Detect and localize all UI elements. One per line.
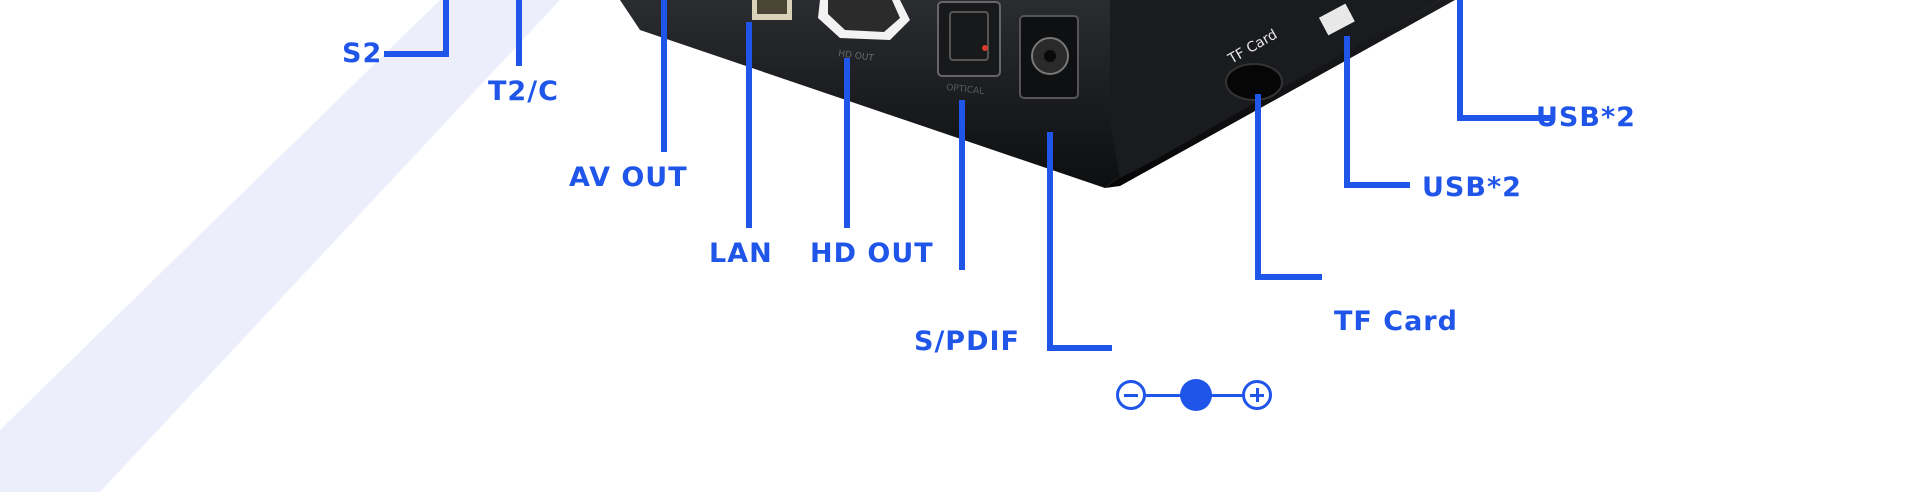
label-spdif: S/PDIF: [914, 326, 1020, 357]
port-rca: [752, 0, 792, 20]
zoom-slider-thumb[interactable]: [1180, 379, 1212, 411]
leader-lines: [384, 0, 1553, 351]
port-hdmi: HD OUT: [818, 0, 910, 64]
label-av-out: AV OUT: [569, 162, 688, 193]
label-s2: S2: [342, 38, 383, 69]
port-dc: [1019, 15, 1079, 99]
zoom-control: [1116, 378, 1278, 414]
port-usb-front: [1318, 3, 1355, 36]
leader-dc: [1047, 132, 1112, 351]
leader-usb-top: [1457, 0, 1553, 121]
zoom-out-button[interactable]: [1116, 380, 1146, 410]
label-tf-card: TF Card: [1334, 306, 1458, 337]
minus-circle-icon: [1124, 393, 1138, 397]
zoom-track-left: [1146, 394, 1182, 397]
label-hd-out: HD OUT: [810, 238, 934, 269]
zoom-in-button[interactable]: [1242, 380, 1272, 410]
background-band: [0, 0, 560, 492]
port-optical: OPTICAL: [937, 1, 1001, 97]
svg-text:OPTICAL: OPTICAL: [946, 83, 985, 97]
label-lan: LAN: [709, 238, 773, 269]
label-usb-front: USB*2: [1422, 172, 1522, 203]
zoom-track-right: [1208, 394, 1244, 397]
leader-usb-front: [1344, 36, 1410, 188]
port-tf-slot: [1225, 63, 1283, 101]
label-usb-top: USB*2: [1536, 102, 1636, 133]
leader-s2: [384, 0, 449, 57]
leader-tf-card: [1255, 94, 1322, 280]
label-t2c: T2/C: [488, 76, 559, 107]
